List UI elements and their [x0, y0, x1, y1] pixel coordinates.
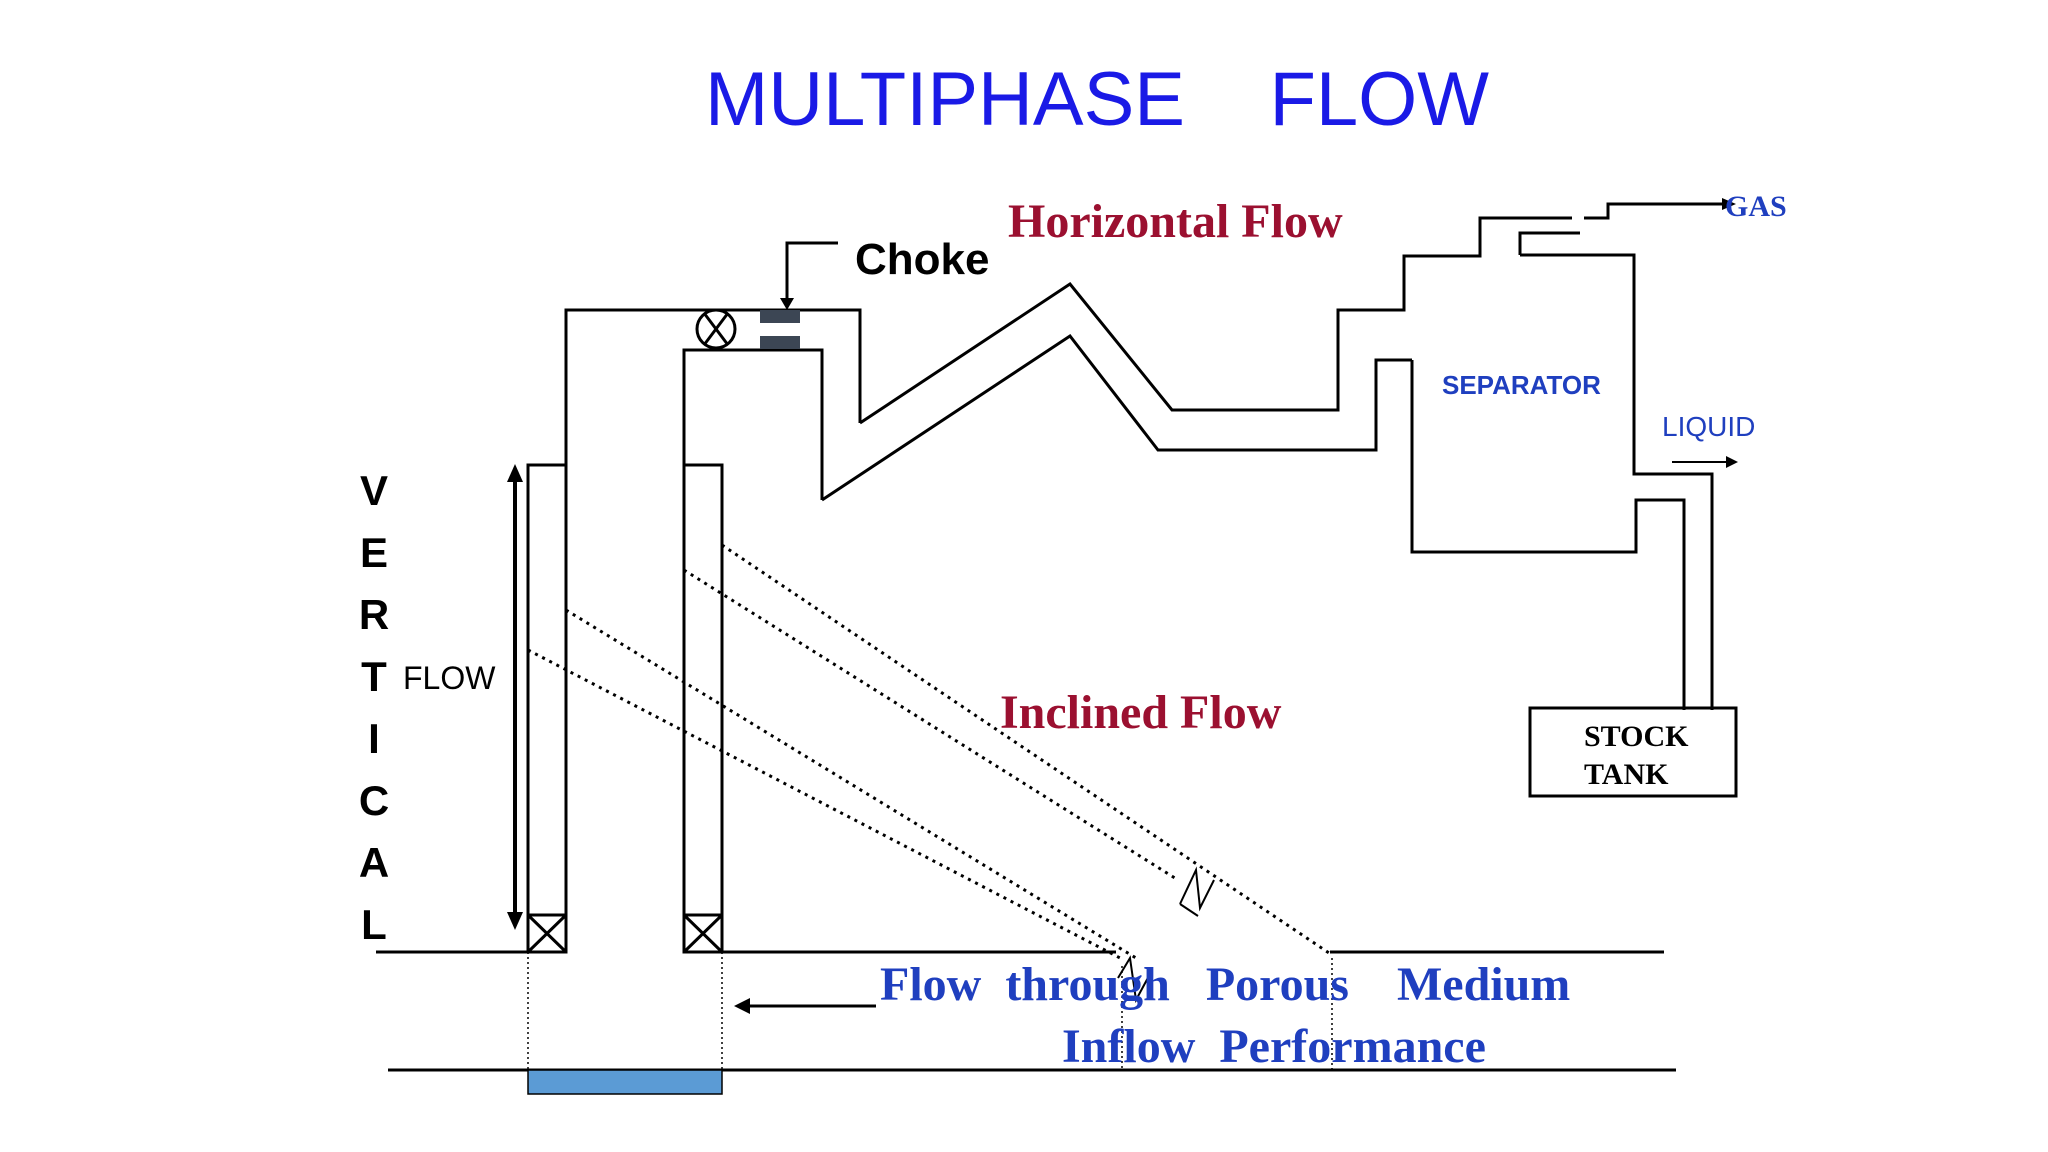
inclined-line-4 [721, 543, 1333, 957]
casing-right [684, 463, 724, 952]
inflow-arrowhead [734, 998, 750, 1014]
wellhead-valve [695, 308, 737, 350]
reservoir-zone [527, 1069, 723, 1095]
choke-label: Choke [855, 235, 989, 284]
flowline-lower [821, 333, 1412, 502]
vertical-flow-label: FLOW [403, 660, 496, 696]
vertical-letter-8: L [361, 901, 387, 948]
liquid-arrowhead [1726, 456, 1738, 468]
inclined-line-3 [683, 568, 1179, 882]
choke-pointer [785, 241, 838, 302]
vertical-letter-4: T [361, 653, 387, 700]
separator-vessel [1410, 202, 1722, 710]
wellbore-outer-left-wall [564, 308, 862, 952]
page-title: MULTIPHASE FLOW [705, 57, 1489, 142]
inclined-flow-label: Inclined Flow [1000, 686, 1282, 739]
stock-tank-label-line2: TANK [1584, 758, 1669, 791]
vertical-letters: V E R T I C A L [359, 467, 389, 948]
inclined-line-2 [565, 608, 1137, 960]
wellbore [526, 308, 862, 952]
vertical-letter-6: C [359, 777, 389, 824]
casing-left [526, 463, 566, 952]
gas-label: GAS [1725, 190, 1787, 223]
reservoir-dashed-guides [527, 952, 1333, 1070]
vertical-arrowhead-down [507, 912, 523, 930]
porous-medium-label: Flow through Porous Medium [880, 958, 1570, 1011]
break-mark-upper [1179, 866, 1215, 917]
vertical-letter-1: V [360, 467, 388, 514]
perforation-left [526, 913, 568, 954]
separator-right-wall [1520, 253, 1714, 710]
separator-label: SEPARATOR [1442, 370, 1601, 400]
break-mark-lower [1117, 955, 1151, 1004]
flowline-upper [859, 216, 1572, 425]
vertical-letter-5: I [368, 715, 380, 762]
choke-bean-bottom [760, 336, 800, 349]
vertical-arrowhead-up [507, 464, 523, 482]
inflow-performance-label: Inflow Performance [1062, 1020, 1486, 1073]
liquid-label: LIQUID [1662, 411, 1755, 442]
vertical-letter-2: E [360, 529, 388, 576]
perforation-right [682, 913, 724, 954]
choke-bean-top [760, 310, 800, 323]
gas-outlet-line [1584, 202, 1722, 220]
inclined-flow-lines [527, 543, 1333, 962]
stock-tank [1528, 706, 1738, 798]
wellbore-inner-wall [682, 348, 824, 952]
choke-arrowhead [780, 298, 794, 310]
vertical-letter-7: A [359, 839, 389, 886]
vertical-letter-3: R [359, 591, 389, 638]
separator-left-bottom [1410, 360, 1686, 710]
horizontal-flow-label: Horizontal Flow [1008, 195, 1343, 248]
gas-arrowhead [1722, 198, 1736, 210]
stock-tank-label-line1: STOCK [1584, 720, 1689, 753]
separator-right-top [1518, 231, 1580, 255]
flowline [821, 216, 1572, 502]
